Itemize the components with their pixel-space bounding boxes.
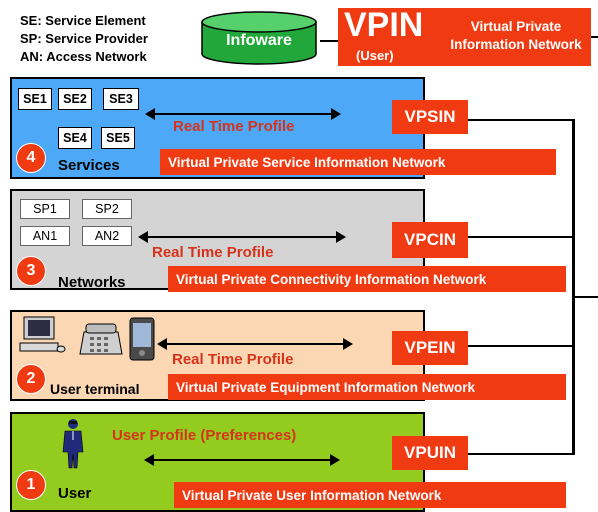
vpin-description: Virtual Private Information Network	[450, 19, 582, 52]
box-se2: SE2	[58, 88, 92, 110]
user-profile-arrow	[144, 454, 340, 466]
terminal-profile-arrow	[157, 338, 353, 350]
infoware-cylinder	[201, 11, 317, 65]
services-network-label: Virtual Private Service Information Netw…	[160, 149, 556, 175]
services-title: Services	[58, 157, 120, 174]
terminal-profile-text: Real Time Profile	[172, 351, 294, 368]
services-number: 4	[16, 143, 46, 173]
legend-sp: SP: Service Provider	[20, 31, 148, 46]
box-se1: SE1	[18, 88, 52, 110]
vertical-bus	[572, 119, 575, 455]
services-profile-text: Real Time Profile	[173, 118, 295, 135]
user-number: 1	[16, 470, 46, 500]
vpuin-connector	[468, 453, 574, 455]
vpcin-tag: VPCIN	[392, 222, 468, 258]
legend-se: SE: Service Element	[20, 13, 146, 28]
legend-an: AN: Access Network	[20, 49, 147, 64]
box-sp2: SP2	[82, 199, 132, 219]
box-se4: SE4	[58, 127, 92, 149]
vpcin-connector	[468, 236, 574, 238]
user-title: User	[58, 485, 92, 502]
vpin-subtitle: (User)	[356, 48, 394, 63]
infoware-connector	[320, 40, 338, 42]
vpuin-tag: VPUIN	[392, 436, 468, 470]
networks-title: Networks	[58, 274, 126, 291]
person-icon	[62, 419, 84, 469]
networks-profile-text: Real Time Profile	[152, 244, 274, 261]
box-an2: AN2	[82, 226, 132, 246]
user-profile-text: User Profile (Preferences)	[112, 427, 297, 444]
vpein-connector	[468, 345, 574, 347]
pda-icon	[129, 317, 155, 361]
computer-icon	[19, 316, 66, 353]
box-se5: SE5	[101, 127, 135, 149]
services-profile-arrow	[145, 108, 341, 120]
box-se3: SE3	[103, 88, 139, 110]
vpsin-connector	[468, 119, 574, 121]
user-network-label: Virtual Private User Information Network	[174, 482, 566, 508]
vpin-right-connector	[591, 36, 598, 38]
vpsin-tag: VPSIN	[392, 100, 468, 134]
terminal-title: User terminal	[50, 381, 140, 397]
vpin-box: VPIN (User) Virtual Private Information …	[338, 6, 591, 66]
box-sp1: SP1	[20, 199, 70, 219]
box-an1: AN1	[20, 226, 70, 246]
terminal-network-label: Virtual Private Equipment Information Ne…	[168, 374, 566, 400]
terminal-number: 2	[16, 364, 46, 394]
bus-exit-connector	[574, 296, 598, 298]
phone-icon	[79, 323, 123, 355]
networks-number: 3	[16, 256, 46, 286]
vpein-tag: VPEIN	[392, 331, 468, 365]
networks-network-label: Virtual Private Connectivity Information…	[168, 266, 566, 292]
vpin-title: VPIN	[344, 6, 424, 44]
infoware-label: Infoware	[226, 32, 292, 49]
networks-profile-arrow	[138, 231, 346, 243]
